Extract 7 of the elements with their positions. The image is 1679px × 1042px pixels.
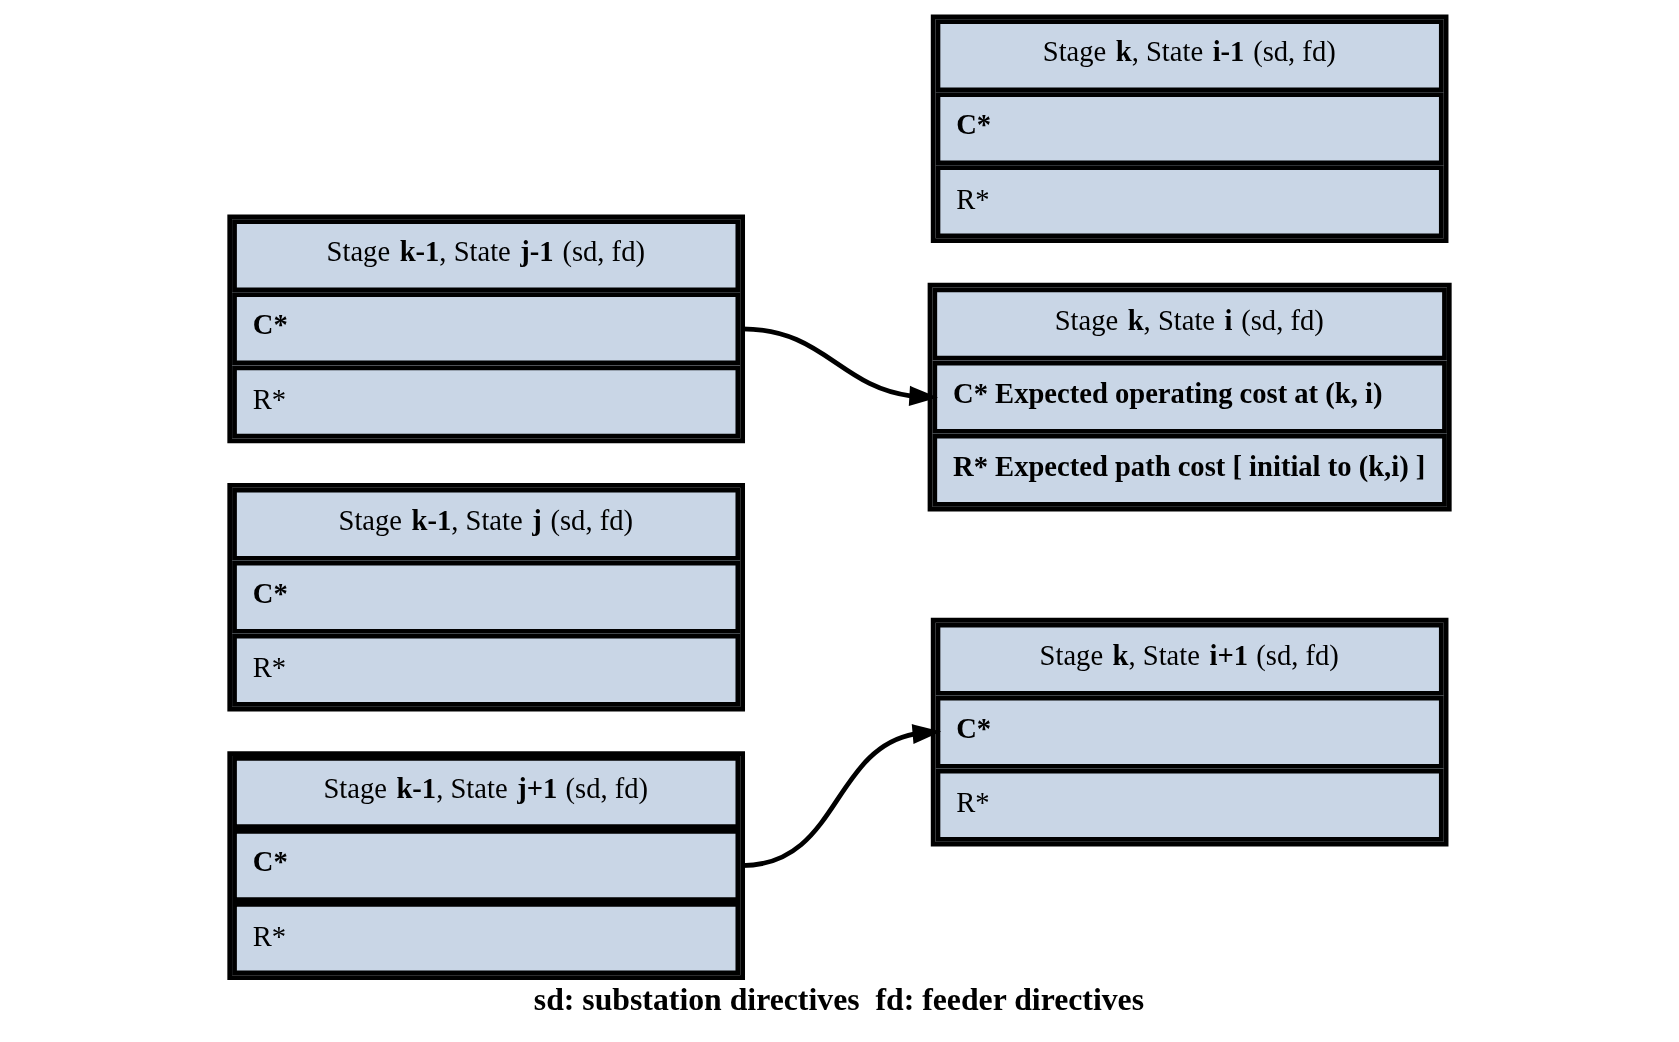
node-box: Stage k-1, State j-1 (sd, fd) C* R* bbox=[227, 214, 745, 444]
node-box: Stage k-1, State j+1 (sd, fd) C* R* bbox=[227, 751, 745, 980]
caption: sd: substation directives fd: feeder directives bbox=[533, 982, 1145, 1018]
node-box: Stage k, State i (sd, fd) C* Expected operating cost at (k, i) R* Expected path cost [ initial to (k,i) ] bbox=[927, 282, 1452, 512]
node-box: Stage k, State i+1 (sd, fd) C* R* bbox=[930, 617, 1449, 847]
node-box: Stage k-1, State j (sd, fd) C* R* bbox=[227, 482, 745, 712]
node-box: Stage k, State i-1 (sd, fd) C* R* bbox=[930, 14, 1449, 244]
